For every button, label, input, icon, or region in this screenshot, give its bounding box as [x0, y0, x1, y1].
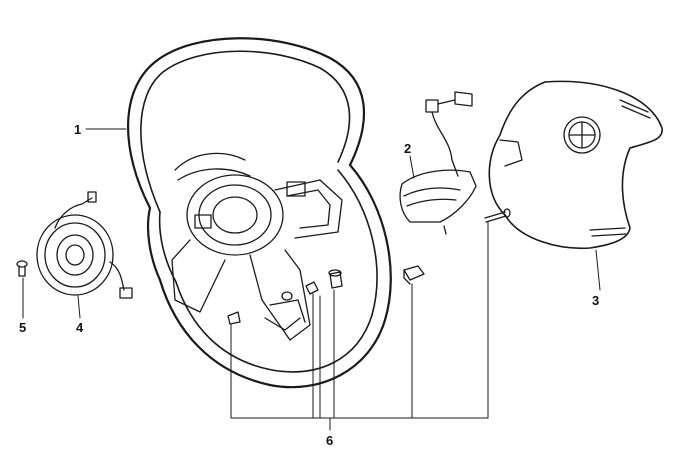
clock-spring — [36, 191, 133, 299]
callout-6: 6 — [326, 433, 334, 448]
callout-2: 2 — [404, 141, 412, 156]
callout-5: 5 — [19, 320, 27, 335]
screw — [16, 260, 28, 277]
steering-wheel — [127, 37, 392, 389]
callout-4: 4 — [76, 320, 84, 335]
callout-1: 1 — [74, 122, 82, 137]
callout-3: 3 — [592, 293, 600, 308]
clip — [403, 265, 425, 285]
airbag-cover — [488, 80, 663, 250]
airbag-module — [399, 91, 477, 235]
leader-lines — [22, 128, 601, 431]
bolt — [484, 208, 511, 223]
